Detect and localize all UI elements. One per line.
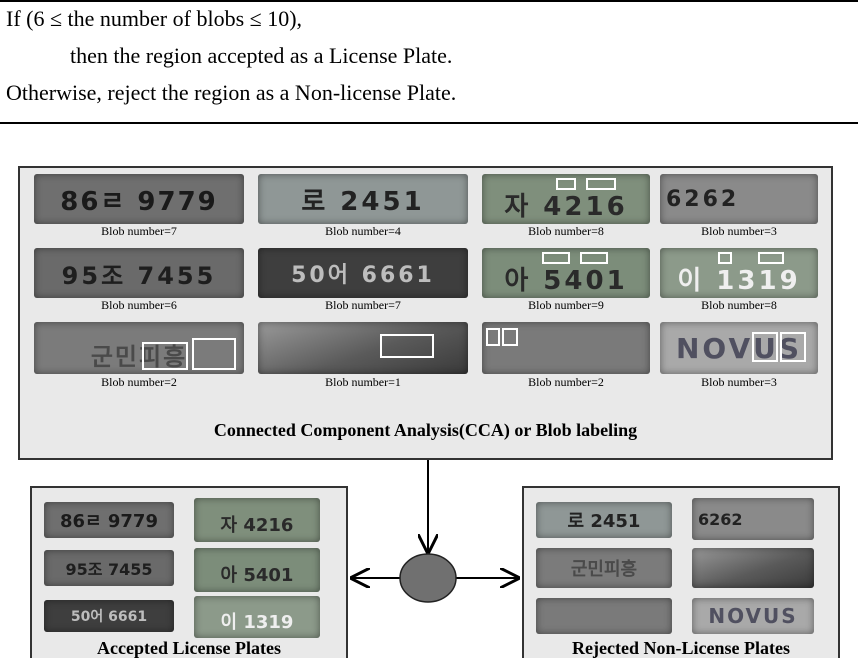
plate-number: 6262 [666,186,740,212]
plate-image [258,322,468,374]
rejected-plate [692,548,814,588]
blob-box [780,332,806,362]
blob-box [502,328,518,346]
blob-count-label: Blob number=7 [325,298,401,312]
blob-count-label: Blob number=7 [101,224,177,238]
blob-count-label: Blob number=9 [528,298,604,312]
plate-image: 50어 6661 [258,248,468,298]
cca-item: 86ㄹ 9779 Blob number=7 [34,174,244,240]
blob-count-label: Blob number=3 [701,375,777,389]
blob-box [752,332,778,362]
plate-image: 6262 [660,174,818,224]
plate-image: 군민피흥 [34,322,244,374]
blob-box [580,252,608,264]
rule-line-3: Otherwise, reject the region as a Non-li… [6,80,457,105]
accepted-plate: 95조 7455 [44,550,174,586]
rejected-plate [536,598,672,634]
plate-number: 아 5401 [504,265,628,296]
rejected-caption: Rejected Non-License Plates [572,638,790,658]
cca-item: 50어 6661 Blob number=7 [258,248,468,314]
blob-count-label: Blob number=2 [101,375,177,389]
cca-item: 자 4216 Blob number=8 [482,174,650,240]
cca-item: 이 1319 Blob number=8 [660,248,818,314]
accepted-caption: Accepted License Plates [97,638,281,658]
plate-number: 이 1319 [677,265,801,296]
plate-image: 이 1319 [660,248,818,298]
rejected-plate: 6262 [692,498,814,540]
cca-item: Blob number=2 [482,322,650,390]
accepted-panel: 86ㄹ 9779 자 4216 95조 7455 아 5401 50어 6661… [30,486,348,658]
plate-number: 로 2451 [301,186,425,217]
cca-item: 로 2451 Blob number=4 [258,174,468,240]
plate-image: 로 2451 [258,174,468,224]
plate-image: 자 4216 [482,174,650,224]
plate-number: 86ㄹ 9779 [60,186,218,217]
plate-image: 아 5401 [482,248,650,298]
blob-count-label: Blob number=3 [701,224,777,238]
plate-number: 50어 6661 [291,263,435,288]
blob-box [486,328,500,346]
plate-number: 95조 7455 [61,261,217,290]
rule-line-2: then the region accepted as a License Pl… [70,43,453,68]
cca-panel: 86ㄹ 9779 Blob number=7 로 2451 Blob numbe… [18,166,833,460]
decision-node [399,553,457,603]
cca-item: 6262 Blob number=3 [660,174,818,240]
blob-count-label: Blob number=8 [701,298,777,312]
cca-item: Blob number=1 [258,322,468,390]
blob-count-label: Blob number=2 [528,375,604,389]
accepted-plate: 50어 6661 [44,600,174,632]
blob-count-label: Blob number=8 [528,224,604,238]
cca-item: NOVUS Blob number=3 [660,322,818,390]
rejected-panel: 로 2451 6262 군민피흥 NOVUS Rejected Non-Lice… [522,486,840,658]
rule-line-1: If (6 ≤ the number of blobs ≤ 10), [6,6,303,31]
blob-box [192,338,236,370]
blob-box [718,252,732,264]
cca-item: 95조 7455 Blob number=6 [34,248,244,314]
rejected-plate: NOVUS [692,598,814,634]
accepted-plate: 이 1319 [194,596,320,638]
blob-box [586,178,616,190]
rejected-plate: 군민피흥 [536,548,672,588]
plate-number: 자 4216 [504,191,628,222]
blob-box [556,178,576,190]
blob-box [142,342,188,370]
cca-caption: Connected Component Analysis(CCA) or Blo… [213,420,638,440]
blob-box [380,334,434,358]
accepted-plate: 자 4216 [194,498,320,542]
blob-count-label: Blob number=4 [325,224,401,238]
rejected-plate: 로 2451 [536,502,672,538]
rule-bottom-border [0,122,858,124]
plate-image: 86ㄹ 9779 [34,174,244,224]
plate-number: 군민피흥 [90,342,188,371]
blob-count-label: Blob number=6 [101,298,177,312]
plate-image: 95조 7455 [34,248,244,298]
plate-number: NOVUS [675,331,803,365]
accepted-plate: 아 5401 [194,548,320,592]
blob-box [758,252,784,264]
cca-item: 군민피흥 Blob number=2 [34,322,244,390]
rule-top-border [0,0,858,2]
blob-count-label: Blob number=1 [325,375,401,389]
blob-box [542,252,570,264]
plate-image [482,322,650,374]
accepted-plate: 86ㄹ 9779 [44,502,174,538]
plate-image: NOVUS [660,322,818,374]
cca-item: 아 5401 Blob number=9 [482,248,650,314]
